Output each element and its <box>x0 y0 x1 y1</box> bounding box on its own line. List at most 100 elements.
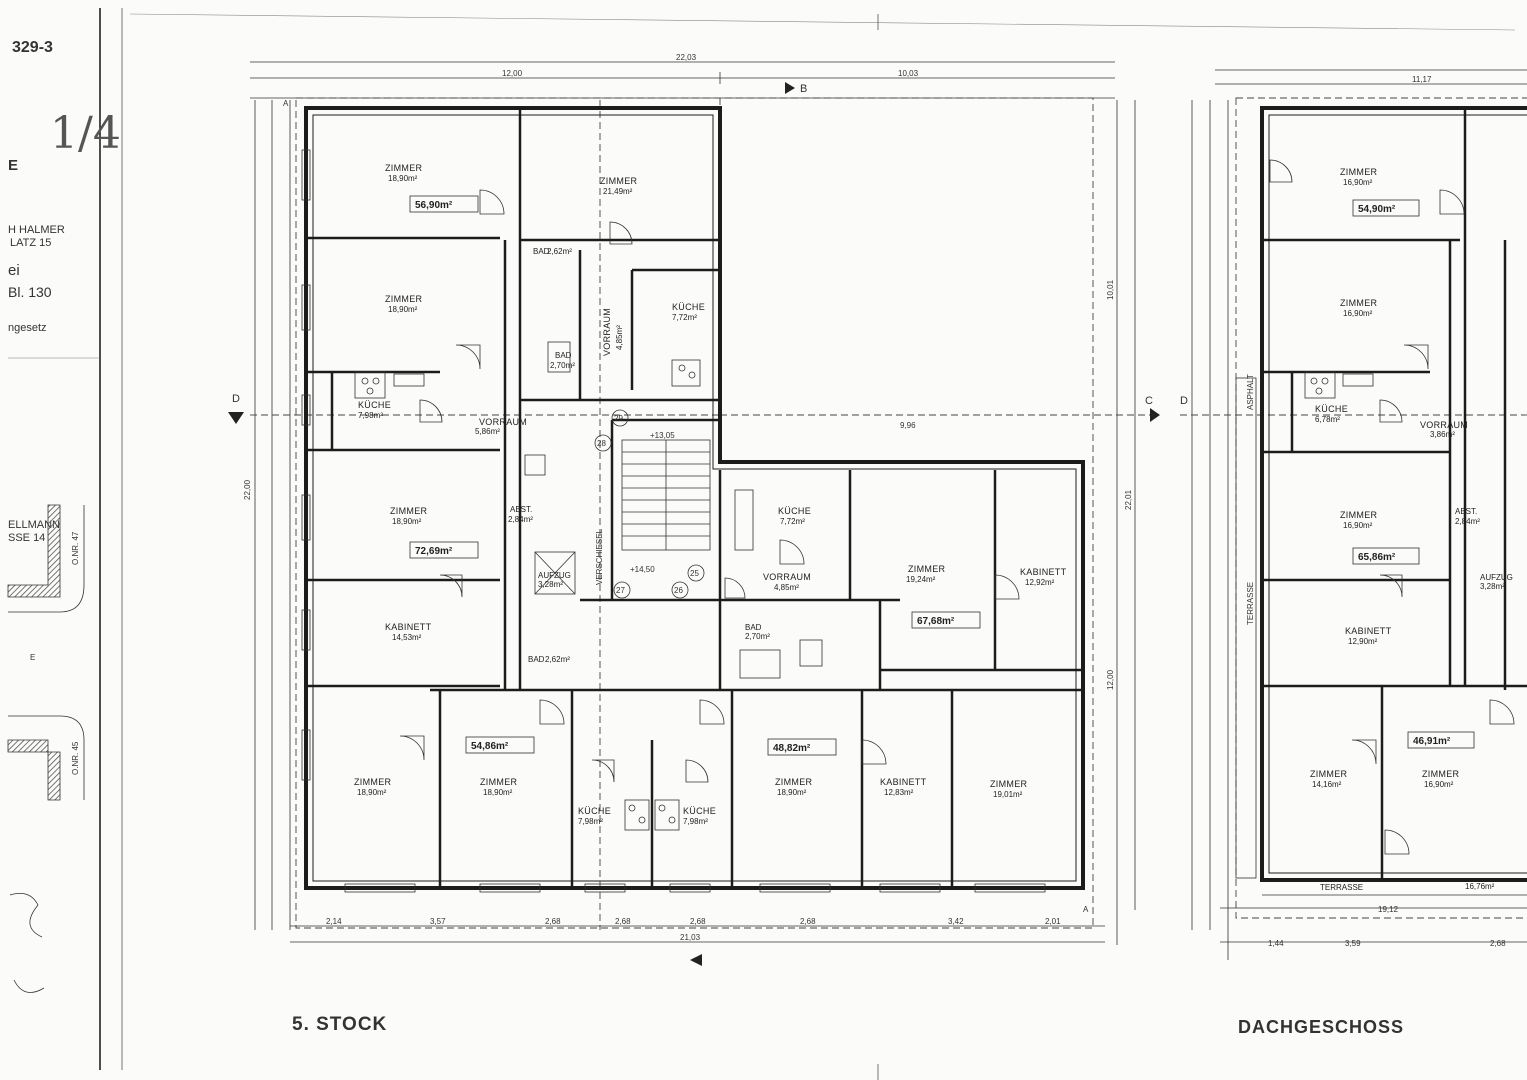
dim-bottom: 2,68 <box>800 917 816 926</box>
floor-5-title: 5. STOCK <box>292 1014 387 1035</box>
neighbor-line-2: SSE 14 <box>8 532 45 544</box>
stamp-scribble <box>9 892 45 993</box>
room-area: 12,83m² <box>884 788 914 797</box>
room-name: KABINETT <box>880 777 927 787</box>
attic-asphalt-label: ASPHALT <box>1246 374 1255 410</box>
dim-bottom: 2,68 <box>690 917 706 926</box>
neighbor-line-1: ELLMANN <box>8 519 60 531</box>
stair-number: 27 <box>616 586 625 595</box>
room-name: ABST. <box>1455 507 1477 516</box>
bottom-dimensions: 2,14 3,57 2,68 2,68 2,68 2,68 3,42 2,01 … <box>326 421 1061 942</box>
stair-number: 28 <box>597 439 606 448</box>
room-area: 4,85m² <box>615 325 624 350</box>
unit-area: 72,69m² <box>415 546 453 557</box>
attic-dim-b2: 3,59 <box>1345 939 1361 948</box>
room-name: ZIMMER <box>480 777 517 787</box>
kitchen-fixtures <box>354 341 823 831</box>
room-name: KABINETT <box>1345 626 1392 636</box>
dim-bottom: 3,42 <box>948 917 964 926</box>
unit-area: 56,90m² <box>415 200 453 211</box>
title-strip: 329-3 1/4 E H HALMER LATZ 15 ei Bl. 130 … <box>7 8 123 1070</box>
owner-line-1: H HALMER <box>8 224 65 236</box>
room-name: ZIMMER <box>354 777 391 787</box>
dim-corridor: 9,96 <box>900 421 916 430</box>
room-area: 5,86m² <box>475 427 500 436</box>
dim-bottom: 2,14 <box>326 917 342 926</box>
room-name: ZIMMER <box>775 777 812 787</box>
room-area: 18,90m² <box>388 305 418 314</box>
section-mark: A <box>283 99 289 108</box>
unit-area: 54,90m² <box>1358 204 1396 215</box>
room-area: 3,28m² <box>1480 582 1505 591</box>
room-name: ABST. <box>510 505 532 514</box>
neighbor-building-hatch <box>7 504 61 598</box>
reference-line-2: Bl. 130 <box>8 284 52 300</box>
room-area: 7,72m² <box>672 313 697 322</box>
neighbor-boundary-2 <box>8 715 85 800</box>
sheet-mark: 1/4 <box>50 108 121 159</box>
room-area: 18,90m² <box>388 174 418 183</box>
stair-number: 25 <box>690 569 699 578</box>
unit-area: 54,86m² <box>471 741 509 752</box>
attic-terrace-strip <box>1235 377 1257 879</box>
neighbor-boundary <box>8 505 85 613</box>
room-name: BAD <box>555 351 572 360</box>
room-name: ZIMMER <box>385 294 422 304</box>
attic-door-swings <box>1269 159 1515 855</box>
dim-left-span: 12,00 <box>502 69 523 78</box>
attic-plan: 11,17 <box>1180 69 1527 1037</box>
section-marks: A A B C D <box>228 82 1160 966</box>
unit-area: 48,82m² <box>773 743 811 754</box>
window-openings-bottom <box>344 883 1046 893</box>
room-area: 14,16m² <box>1312 780 1342 789</box>
attic-dim-b3: 2,68 <box>1490 939 1506 948</box>
attic-unit-area-boxes: 54,90m² 65,86m² 46,91m² <box>1352 199 1475 749</box>
room-name: KÜCHE <box>672 302 705 312</box>
room-area: 7,98m² <box>358 411 383 420</box>
room-area: 2,70m² <box>550 361 575 370</box>
attic-dim-top: 11,17 <box>1412 75 1432 84</box>
room-area: 12,92m² <box>1025 578 1055 587</box>
room-area: 2,62m² <box>545 655 570 664</box>
stair-level: +14,50 <box>630 565 655 574</box>
dim-bottom: 2,68 <box>545 917 561 926</box>
room-area: 7,98m² <box>578 817 603 826</box>
stair-number: 29 <box>614 414 623 423</box>
section-mark: D <box>232 393 240 405</box>
section-mark: C <box>1145 395 1153 407</box>
room-area: 12,90m² <box>1348 637 1378 646</box>
dim-right-span: 10,03 <box>898 69 919 78</box>
room-name: TERRASSE <box>1320 883 1363 892</box>
room-name: ZIMMER <box>1310 769 1347 779</box>
section-mark: A <box>1083 905 1089 914</box>
room-area: 16,90m² <box>1343 178 1373 187</box>
room-name: ZIMMER <box>1340 298 1377 308</box>
room-name: VORRAUM <box>1420 420 1468 430</box>
room-name: ZIMMER <box>1340 167 1377 177</box>
section-arrow-d <box>228 412 244 424</box>
attic-room-labels: ZIMMER 16,90m² ZIMMER 16,90m² KÜCHE 6,78… <box>1180 167 1513 892</box>
neighbor-building-hatch-2 <box>7 739 61 801</box>
dim-depth-left: 22,00 <box>243 479 252 500</box>
dim-bottom: 2,68 <box>615 917 631 926</box>
room-area: 2,84m² <box>1455 517 1480 526</box>
unit-area: 65,86m² <box>1358 552 1396 563</box>
onr-lower: O.NR. 45 <box>71 741 80 775</box>
room-area: 3,86m² <box>1430 430 1455 439</box>
room-area: 16,76m² <box>1465 882 1495 891</box>
section-arrow-a <box>690 954 702 966</box>
room-area: 19,01m² <box>993 790 1023 799</box>
room-name: BAD <box>528 655 545 664</box>
sheet-letter: E <box>8 157 18 174</box>
room-name: ZIMMER <box>600 176 637 186</box>
room-name: KÜCHE <box>683 806 716 816</box>
edge-letter: E <box>30 653 35 662</box>
room-area: 7,72m² <box>780 517 805 526</box>
room-area: 18,90m² <box>777 788 807 797</box>
room-name: ZIMMER <box>385 163 422 173</box>
attic-title: DACHGESCHOSS <box>1238 1017 1404 1037</box>
room-name: AUFZUG <box>538 571 571 580</box>
dim-bottom: 3,57 <box>430 917 446 926</box>
dim-depth-right-2: 12,00 <box>1106 669 1115 690</box>
